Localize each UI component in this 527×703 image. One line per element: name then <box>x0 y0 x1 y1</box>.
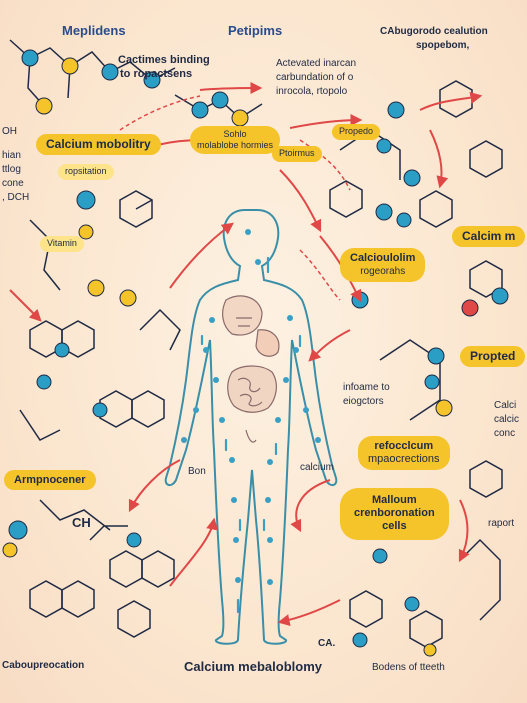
label-right-cut-3: conc <box>494 428 516 439</box>
pill-malleum-line1: Malloum <box>372 494 417 506</box>
pill-calcioulolim-line2: rogeorahs <box>360 266 406 278</box>
label-cactimes-1: Cactimes binding <box>118 54 210 66</box>
label-right-cut-2: calcic <box>494 414 520 425</box>
pill-armpnocener: Armpnocener <box>4 470 96 491</box>
human-body-figure <box>164 209 338 645</box>
molecule-atoms <box>2 49 509 657</box>
pill-calcim-right: Calcim m <box>452 226 526 248</box>
label-activated-1: Actevated inarcan <box>276 58 357 69</box>
label-left-col-4: , DCH <box>2 192 30 203</box>
label-left-col-3: cone <box>2 178 24 189</box>
label-bottom-right: Bodens of tteeth <box>372 662 445 673</box>
label-bottom-ca: CA. <box>318 638 336 649</box>
pill-hormone-line2: molablobe hormies <box>197 139 274 150</box>
label-left-col-5: OH <box>2 126 17 137</box>
label-bottom-center: Calcium mebaloblomy <box>184 659 322 674</box>
label-meplidens: Meplidens <box>62 23 126 38</box>
pill-malleum-line2: crenboronation <box>354 507 435 520</box>
pill-calcioulolim: Calcioulolim rogeorahs <box>340 248 426 283</box>
label-ch: CH <box>72 515 91 530</box>
pill-propted: Propted <box>460 346 526 368</box>
label-left-col-1: hian <box>2 150 21 161</box>
label-right-repor: raport <box>488 518 515 529</box>
label-right-cut-1: Calci <box>494 400 517 411</box>
label-petipims: Petipims <box>228 23 283 38</box>
pill-refocclcum-line2: mpaocrections <box>368 453 440 466</box>
pill-malleum: Malloum crenboronation cells <box>340 488 449 540</box>
pill-hormone-line1: Sohlo <box>223 129 247 139</box>
pill-propedo: Propedo <box>332 124 381 140</box>
pill-calcioulolim-line1: Calcioulolim <box>350 252 416 264</box>
flow-arrows <box>9 82 483 626</box>
label-infoame-1: infoame to <box>343 382 390 393</box>
label-top-right-2: spopebom, <box>416 40 470 51</box>
pill-ptoirmus: Ptoirmus <box>272 146 322 162</box>
label-infoame-2: eiogctors <box>343 396 384 407</box>
internal-organs <box>222 295 280 443</box>
label-bon: Bon <box>188 466 206 477</box>
pill-vitamin: Vitamin <box>40 236 84 252</box>
label-activated-3: inrocola, rtopolo <box>276 86 348 97</box>
dashed-arrows <box>119 95 351 301</box>
pill-malleum-line3: cells <box>382 520 407 533</box>
label-left-col-2: ttlog <box>2 164 21 175</box>
body-cell-dots <box>181 229 321 585</box>
label-top-right-1: CAbugorodo cealution <box>380 26 488 37</box>
pill-refocclcum-line1: refocclcum <box>374 440 434 452</box>
label-cactimes-2: to ropactsens <box>120 68 193 80</box>
pill-calcium-mobolity: Calcium mobolitry <box>36 134 161 156</box>
label-bottom-left: Caboupreocation <box>2 660 85 671</box>
pill-ropsitation: ropsitation <box>58 164 114 180</box>
label-calcium-mid: calcium <box>300 462 334 473</box>
body-line-marks <box>200 256 302 614</box>
label-activated-2: carbundation of o <box>276 72 354 83</box>
pill-refocclcum: refocclcum mpaocrections <box>358 436 450 471</box>
pill-hormone: Sohlo molablobe hormies <box>190 126 281 154</box>
